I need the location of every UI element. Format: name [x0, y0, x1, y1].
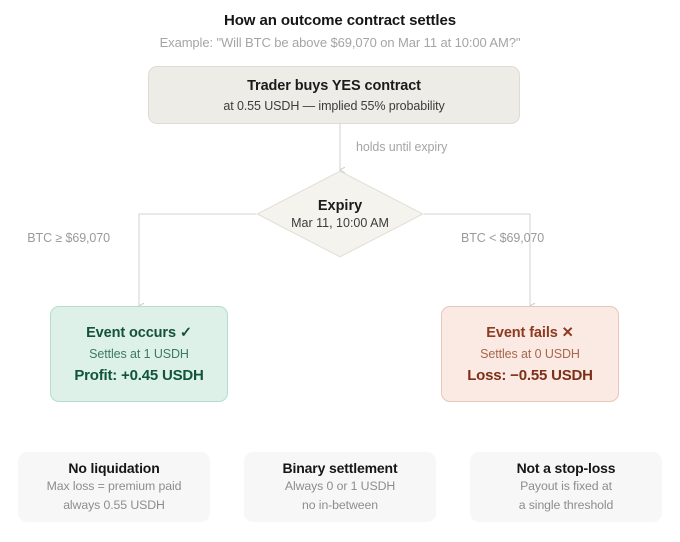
diagram-subtitle: Example: "Will BTC be above $69,070 on M… [159, 35, 521, 50]
node-trader-buys-yes[interactable]: Trader buys YES contract at 0.55 USDH — … [148, 66, 520, 124]
footer-card-title: Binary settlement [282, 460, 398, 477]
footer-card-line-1: Always 0 or 1 USDH [284, 479, 396, 494]
edge-expiry-to-fail [424, 213, 530, 306]
footer-card-no-liquidation[interactable]: No liquidation Max loss = premium paid a… [18, 452, 210, 522]
fail-node-title: Event fails ✕ [486, 324, 574, 341]
diamond-shape [256, 170, 424, 258]
success-node-title: Event occurs ✓ [86, 324, 192, 341]
footer-card-not-a-stop-loss[interactable]: Not a stop-loss Payout is fixed at a sin… [470, 452, 662, 522]
node-event-fails[interactable]: Event fails ✕ Settles at 0 USDH Loss: −0… [441, 306, 619, 402]
node-expiry[interactable]: Expiry Mar 11, 10:00 AM [256, 170, 424, 258]
footer-card-line-1: Max loss = premium paid [46, 479, 182, 494]
footer-card-line-2: no in-between [302, 498, 378, 512]
footer-card-title: Not a stop-loss [516, 460, 616, 477]
branch-label-btc-below: BTC < $69,070 [461, 231, 545, 245]
branch-label-btc-above: BTC ≥ $69,070 [27, 231, 110, 245]
edge-expiry-to-success [139, 213, 256, 306]
expiry-node-subtitle: Mar 11, 10:00 AM [291, 216, 389, 230]
buy-node-subtitle: at 0.55 USDH — implied 55% probability [223, 98, 445, 113]
success-node-result: Profit: +0.45 USDH [74, 366, 204, 384]
footer-cards: No liquidation Max loss = premium paid a… [18, 452, 662, 522]
footer-card-line-1: Payout is fixed at [520, 479, 612, 494]
fail-node-result: Loss: −0.55 USDH [467, 366, 593, 384]
success-node-settles: Settles at 1 USDH [89, 346, 189, 361]
diagram-title: How an outcome contract settles [224, 12, 456, 29]
footer-card-title: No liquidation [68, 460, 160, 477]
expiry-node-title: Expiry [317, 198, 363, 214]
expiry-node-text: Expiry Mar 11, 10:00 AM [256, 170, 424, 258]
node-event-occurs[interactable]: Event occurs ✓ Settles at 1 USDH Profit:… [50, 306, 228, 402]
footer-card-line-2: a single threshold [518, 498, 614, 512]
edge-label-holds-until-expiry: holds until expiry [356, 140, 448, 154]
footer-card-binary-settlement[interactable]: Binary settlement Always 0 or 1 USDH no … [244, 452, 436, 522]
footer-card-line-2: always 0.55 USDH [63, 498, 165, 512]
fail-node-settles: Settles at 0 USDH [480, 346, 580, 361]
buy-node-title: Trader buys YES contract [247, 77, 421, 94]
